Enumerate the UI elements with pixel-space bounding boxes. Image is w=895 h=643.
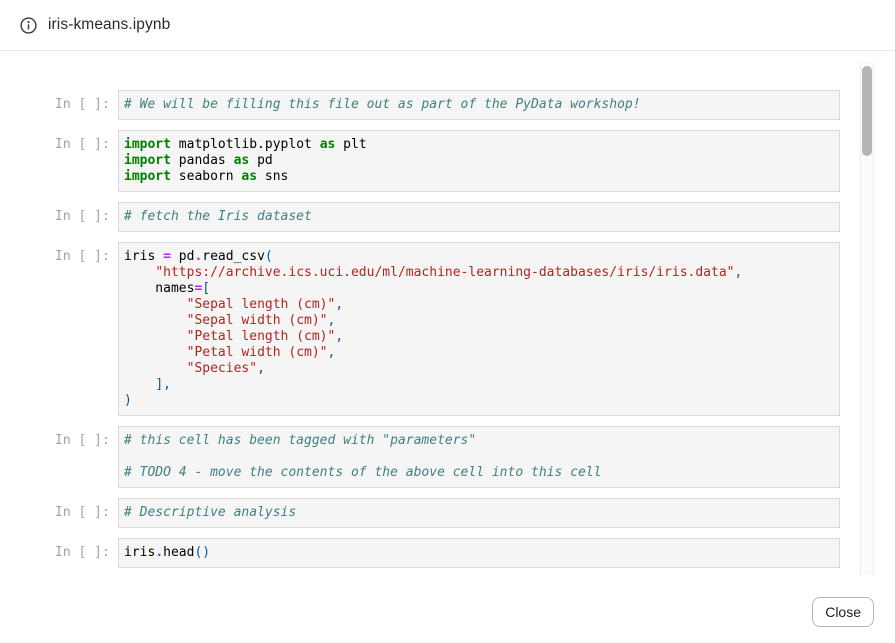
code-token: sns xyxy=(257,169,289,184)
code-token: "Sepal width (cm)" xyxy=(186,313,328,328)
notebook-cells: In [ ]: # We will be filling this file ou… xyxy=(0,52,895,568)
code-token xyxy=(124,265,155,280)
code-token: # this cell has been tagged with "parame… xyxy=(124,433,477,448)
notebook-cell: In [ ]: iris.head() xyxy=(55,538,840,568)
cell-code: # We will be filling this file out as pa… xyxy=(118,90,840,120)
code-token: iris xyxy=(124,545,156,560)
code-token: ( xyxy=(264,249,273,264)
notebook-cell: In [ ]: # fetch the Iris dataset xyxy=(55,202,840,232)
notebook-cell: In [ ]: import matplotlib.pyplot as plt i… xyxy=(55,130,840,192)
info-icon[interactable] xyxy=(20,16,37,34)
code-token: = xyxy=(194,281,203,296)
code-token: ) xyxy=(124,393,132,408)
code-token: read_csv xyxy=(202,249,265,264)
code-token: # We will be filling this file out as pa… xyxy=(124,97,641,112)
cell-prompt: In [ ]: xyxy=(55,209,110,224)
code-token: . xyxy=(155,545,164,560)
cell-prompt: In [ ]: xyxy=(55,433,110,448)
notebook-cell: In [ ]: iris = pd.read_csv( "https://arch… xyxy=(55,242,840,416)
code-token: () xyxy=(194,545,211,560)
code-token: matplotlib.pyplot xyxy=(170,137,320,152)
code-token: plt xyxy=(335,137,367,152)
code-token: # fetch the Iris dataset xyxy=(124,209,312,224)
scrollbar-track[interactable] xyxy=(860,62,874,575)
code-token: , xyxy=(734,265,743,280)
code-token: pandas xyxy=(170,153,234,168)
code-token: . xyxy=(194,249,203,264)
code-token: "Sepal length (cm)" xyxy=(186,297,336,312)
code-token: names xyxy=(124,281,195,296)
code-token: head xyxy=(163,545,195,560)
cell-code: # this cell has been tagged with "parame… xyxy=(118,426,840,488)
cell-code: iris = pd.read_csv( "https://archive.ics… xyxy=(118,242,840,416)
code-token: , xyxy=(327,345,336,360)
code-token: # TODO 4 - move the contents of the abov… xyxy=(124,465,602,480)
code-token: "Petal length (cm)" xyxy=(186,329,336,344)
cell-code: # Descriptive analysis xyxy=(118,498,840,528)
code-token: = xyxy=(163,249,171,264)
notebook-cell: In [ ]: # Descriptive analysis xyxy=(55,498,840,528)
cell-prompt: In [ ]: xyxy=(55,249,110,264)
cell-prompt: In [ ]: xyxy=(55,505,110,520)
code-token: import xyxy=(124,153,171,168)
dialog-header: iris-kmeans.ipynb xyxy=(0,0,895,51)
code-token xyxy=(124,345,187,360)
code-token xyxy=(124,329,187,344)
code-token: iris xyxy=(124,249,164,264)
code-token xyxy=(124,313,187,328)
code-token: as xyxy=(233,153,250,168)
code-token xyxy=(124,297,187,312)
close-button[interactable]: Close xyxy=(812,597,874,627)
code-token: seaborn xyxy=(170,169,242,184)
dialog-title: iris-kmeans.ipynb xyxy=(48,16,171,33)
code-token: ], xyxy=(155,377,171,392)
code-token: as xyxy=(241,169,258,184)
code-token: [ xyxy=(202,281,211,296)
scrollbar-thumb[interactable] xyxy=(862,66,872,156)
code-token: pd xyxy=(170,249,195,264)
cell-prompt: In [ ]: xyxy=(55,545,110,560)
code-token: # Descriptive analysis xyxy=(124,505,297,520)
cell-prompt: In [ ]: xyxy=(55,97,110,112)
cell-prompt: In [ ]: xyxy=(55,137,110,152)
code-token: , xyxy=(257,361,265,376)
cell-code: iris.head() xyxy=(118,538,840,568)
code-token: as xyxy=(319,137,336,152)
code-token: "Species" xyxy=(186,361,258,376)
code-token xyxy=(124,361,187,376)
code-token: pd xyxy=(249,153,273,168)
code-token xyxy=(124,377,155,392)
code-token: import xyxy=(124,169,171,184)
code-token: , xyxy=(327,313,336,328)
notebook-preview: In [ ]: # We will be filling this file ou… xyxy=(0,52,895,575)
code-token: "Petal width (cm)" xyxy=(186,345,328,360)
cell-code: import matplotlib.pyplot as plt import p… xyxy=(118,130,840,192)
code-token: "https://archive.ics.uci.edu/ml/machine-… xyxy=(155,265,735,280)
code-token: , xyxy=(335,329,344,344)
code-token: import xyxy=(124,137,171,152)
notebook-cell: In [ ]: # We will be filling this file ou… xyxy=(55,90,840,120)
notebook-cell: In [ ]: # this cell has been tagged with … xyxy=(55,426,840,488)
code-token: , xyxy=(335,297,344,312)
cell-code: # fetch the Iris dataset xyxy=(118,202,840,232)
